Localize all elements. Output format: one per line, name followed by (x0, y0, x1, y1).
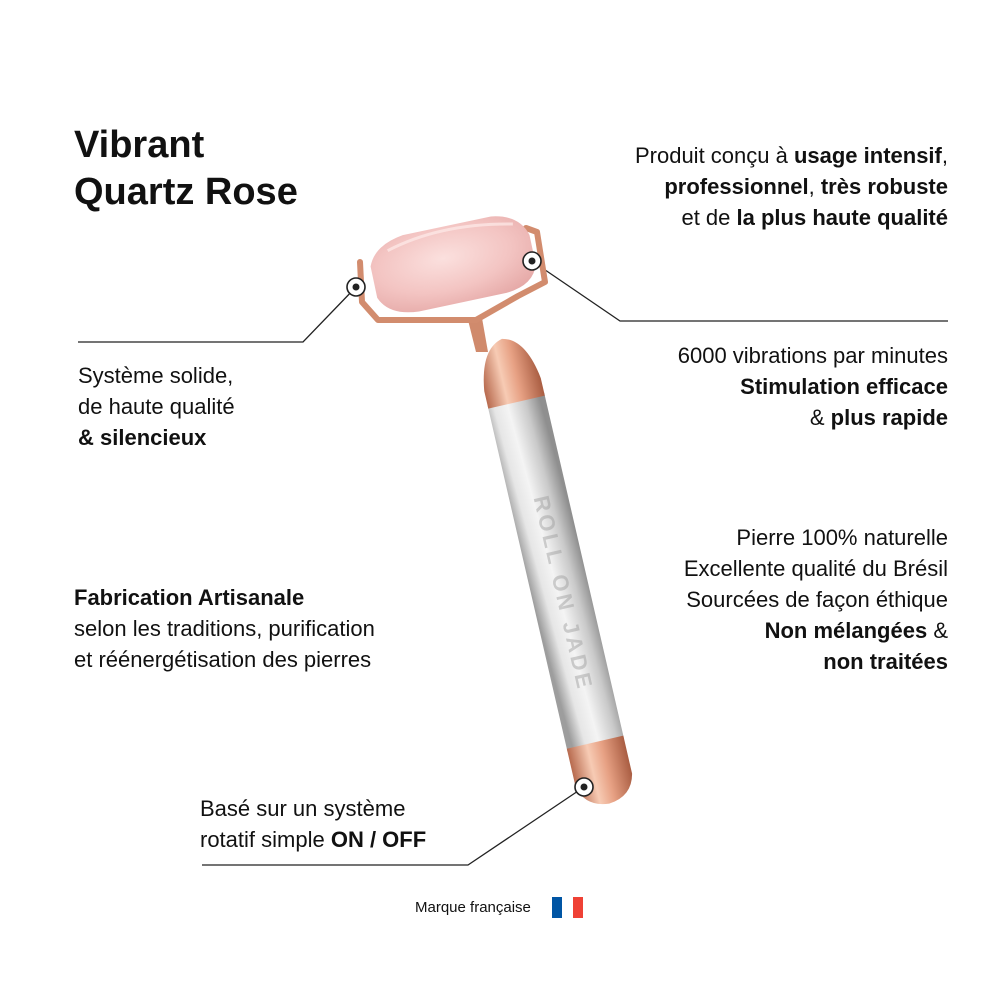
vibrations-line-1: 6000 vibrations par minutes (677, 343, 948, 368)
callout-lines (78, 260, 948, 866)
stone-line-4: Non mélangées & (764, 618, 948, 643)
callout-line-switch (202, 786, 585, 866)
flag-stripe-white (562, 897, 573, 918)
craft-line-1: Fabrication Artisanale (74, 585, 305, 610)
flag-stripe-red (572, 897, 583, 918)
vibrations-line-3: & plus rapide (809, 405, 948, 430)
flag-stripe-blue (552, 897, 563, 918)
stone-line-2: Excellente qualité du Brésil (683, 556, 948, 581)
roller-frame (357, 225, 548, 323)
product-title: Vibrant Quartz Rose (74, 122, 298, 216)
callout-marker-frame (346, 277, 366, 297)
frame-neck (468, 318, 488, 352)
switch-description: Basé sur un système rotatif simple ON / … (200, 793, 426, 855)
craft-line-2: selon les traditions, purification (74, 616, 375, 641)
stone-line-1: Pierre 100% naturelle (736, 525, 948, 550)
system-line-1: Système solide, (78, 363, 234, 388)
roller-handle: ROLL ON JADE (483, 338, 633, 805)
callout-marker-stone (522, 251, 542, 271)
usage-line-1: Produit conçu à usage intensif, (634, 143, 948, 168)
callout-marker-switch (574, 777, 594, 797)
usage-line-3: et de la plus haute qualité (681, 205, 948, 230)
handle-bottom-cap (566, 735, 633, 805)
vibrations-description: 6000 vibrations par minutes Stimulation … (678, 340, 948, 433)
french-flag-icon (552, 897, 583, 918)
product-title-line-1: Vibrant (74, 124, 205, 166)
craft-line-3: et réénergétisation des pierres (74, 647, 372, 672)
handle-silver-body (487, 392, 624, 752)
callout-line-stone (531, 260, 948, 322)
system-line-3: & silencieux (78, 425, 207, 450)
footer-brand-origin: Marque française (415, 899, 531, 916)
system-line-2: de haute qualité (78, 394, 235, 419)
callout-line-frame (78, 286, 357, 343)
switch-line-2: rotatif simple ON / OFF (200, 827, 427, 852)
switch-line-1: Basé sur un système (200, 796, 406, 821)
craft-description: Fabrication Artisanale selon les traditi… (74, 582, 375, 675)
stone-line-5: non traitées (823, 649, 948, 674)
stone-line-3: Sourcées de façon éthique (686, 587, 948, 612)
vibrations-line-2: Stimulation efficace (740, 374, 948, 399)
usage-line-2: professionnel, très robuste (664, 174, 948, 199)
product-title-line-2: Quartz Rose (74, 171, 298, 213)
system-description: Système solide, de haute qualité & silen… (78, 360, 235, 453)
rose-quartz-stone (370, 216, 536, 313)
usage-description: Produit conçu à usage intensif, professi… (635, 140, 948, 233)
stone-description: Pierre 100% naturelle Excellente qualité… (684, 522, 948, 677)
handle-top-cap (483, 338, 545, 409)
